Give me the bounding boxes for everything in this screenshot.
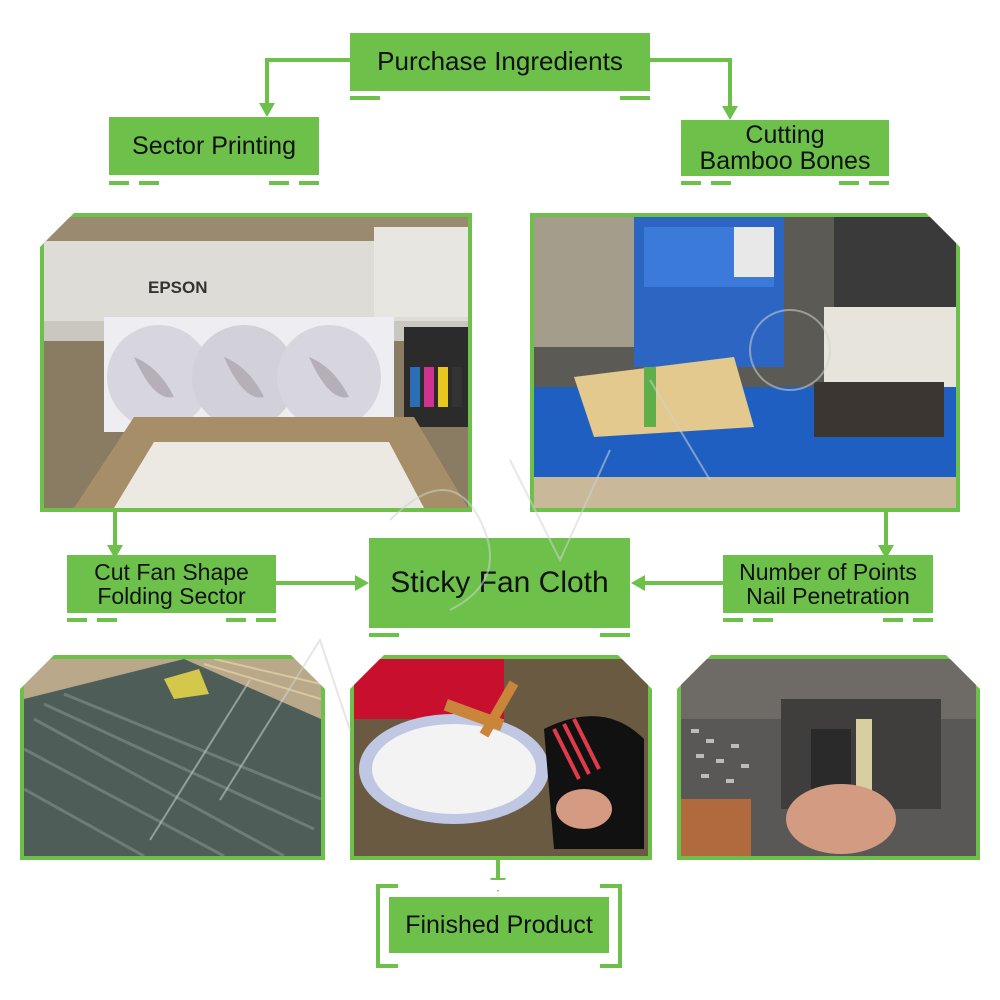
frame-gap-bottom <box>398 962 600 972</box>
step-finished-label: Finished Product <box>405 910 593 939</box>
step-cut-fan-line2: Folding Sector <box>97 583 246 609</box>
photo-gluing-cloth <box>350 655 652 860</box>
decor-dash <box>226 618 246 622</box>
decor-dash <box>839 181 859 185</box>
step-nail-line1: Number of Points <box>739 558 917 585</box>
decor-dash <box>350 96 380 100</box>
step-cutting-line2: Bamboo Bones <box>699 147 871 175</box>
decor-dash <box>369 633 399 637</box>
decor-dash <box>681 181 701 185</box>
arrow-purchase-to-printing <box>265 58 350 103</box>
decor-dash <box>913 618 933 622</box>
decor-dash <box>269 181 289 185</box>
decor-dash <box>97 618 117 622</box>
step-purchase-ingredients: Purchase Ingredients <box>350 33 650 91</box>
printer-brand-text: EPSON <box>148 278 208 297</box>
step-sector-printing: Sector Printing <box>109 117 319 175</box>
decor-dash <box>109 181 129 185</box>
decor-dash <box>256 618 276 622</box>
decor-dash <box>67 618 87 622</box>
step-purchase-label: Purchase Ingredients <box>377 46 623 77</box>
step-sticky-fan-cloth: Sticky Fan Cloth <box>369 538 630 628</box>
decor-dash <box>723 618 743 622</box>
frame-gap-top <box>398 880 600 890</box>
step-cut-fan-line1: Cut Fan Shape <box>94 558 249 585</box>
step-sticky-label: Sticky Fan Cloth <box>390 566 609 600</box>
decor-dash <box>883 618 903 622</box>
step-sector-printing-label: Sector Printing <box>132 131 296 160</box>
decor-dash <box>753 618 773 622</box>
decor-dash <box>139 181 159 185</box>
decor-dash <box>869 181 889 185</box>
decor-dash <box>620 96 650 100</box>
decor-dash <box>600 633 630 637</box>
photo-cutting-bamboo <box>530 213 960 512</box>
step-cut-fan-shape: Cut Fan Shape Folding Sector <box>67 555 276 613</box>
arrow-purchase-to-cutting <box>650 58 732 106</box>
step-finished-product: Finished Product <box>389 897 609 953</box>
photo-sector-printing: EPSON <box>40 213 472 512</box>
step-cutting-line1: Cutting <box>745 120 825 149</box>
photo-nail-machine <box>677 655 980 860</box>
step-nail-line2: Nail Penetration <box>746 583 910 609</box>
decor-dash <box>711 181 731 185</box>
photo-folded-fans <box>20 655 325 860</box>
step-nail-penetration: Number of Points Nail Penetration <box>723 555 933 613</box>
decor-dash <box>299 181 319 185</box>
step-cutting-bamboo-bones: Cutting Bamboo Bones <box>681 120 889 176</box>
